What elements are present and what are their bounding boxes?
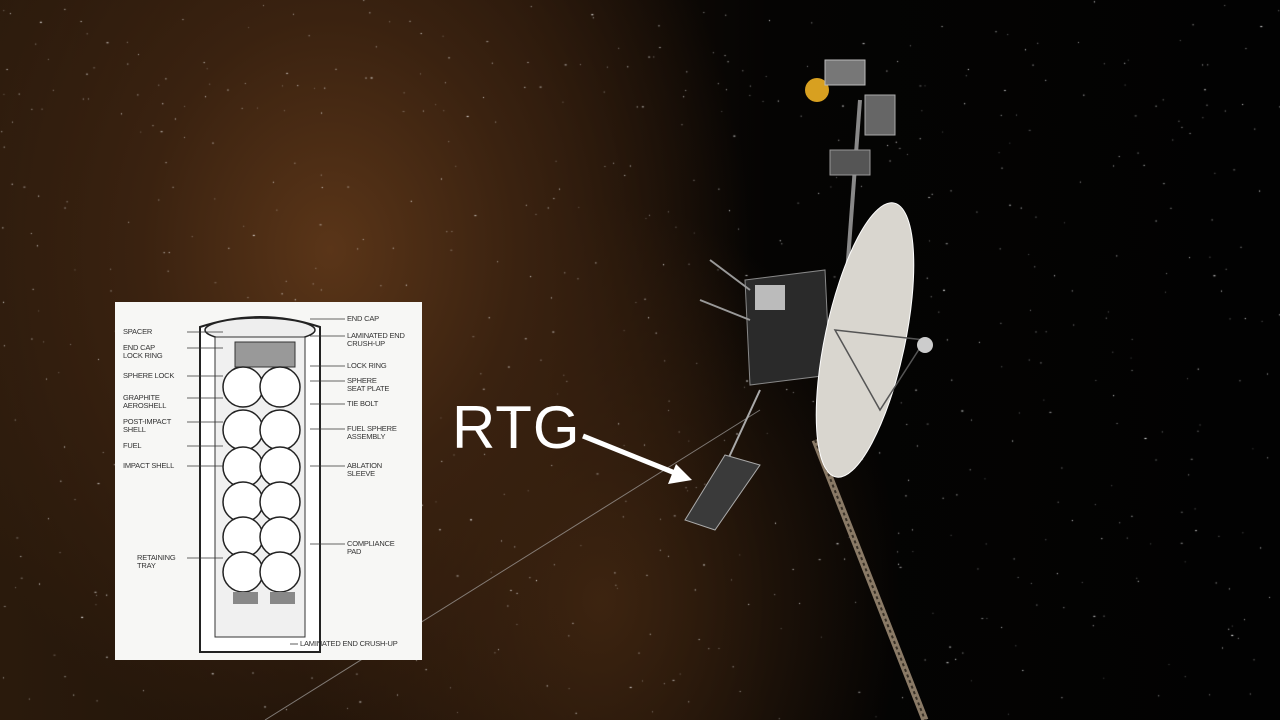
right-label: Ablation sleeve [347,461,382,478]
right-label: Lock ring [347,361,387,370]
left-label: Retaining tray [137,553,176,570]
fuel-sphere [259,366,301,408]
rtg-diagram: SpacerEnd cap lock ringSphere lockGraphi… [115,302,422,660]
left-label: Impact shell [123,461,175,470]
left-label: End cap lock ring [123,343,163,360]
fuel-sphere [259,481,301,523]
rtg-cutaway-drawing [187,316,345,653]
boom-wire [264,409,761,720]
fuel-sphere [222,481,264,523]
instrument-gold [805,78,829,102]
right-label: Tie bolt [347,399,379,408]
left-label: Graphite aeroshell [123,393,167,410]
high-gain-antenna [815,202,915,478]
left-label: Post-impact shell [123,417,172,434]
fuel-sphere [222,409,264,451]
fuel-sphere [259,409,301,451]
fuel-sphere [222,366,264,408]
fuel-sphere [222,446,264,488]
rtg-arrow [582,433,681,478]
rtg-unit [684,454,761,531]
left-label: Fuel [123,441,142,450]
rtg-callout-label: RTG [452,394,581,461]
right-label: End cap [347,314,379,323]
right-label: Sphere seat plate [347,376,390,393]
fuel-sphere [222,516,264,558]
right-label: Laminated end crush-up [347,331,405,348]
fuel-sphere [259,551,301,593]
left-label: Sphere lock [123,371,175,380]
left-label: Spacer [123,327,153,336]
right-label: Laminated end crush-up [300,639,398,648]
right-label: Compliance pad [347,539,395,556]
fuel-sphere [259,516,301,558]
fuel-sphere [222,551,264,593]
fuel-sphere [259,446,301,488]
right-label: Fuel sphere assembly [347,424,397,441]
